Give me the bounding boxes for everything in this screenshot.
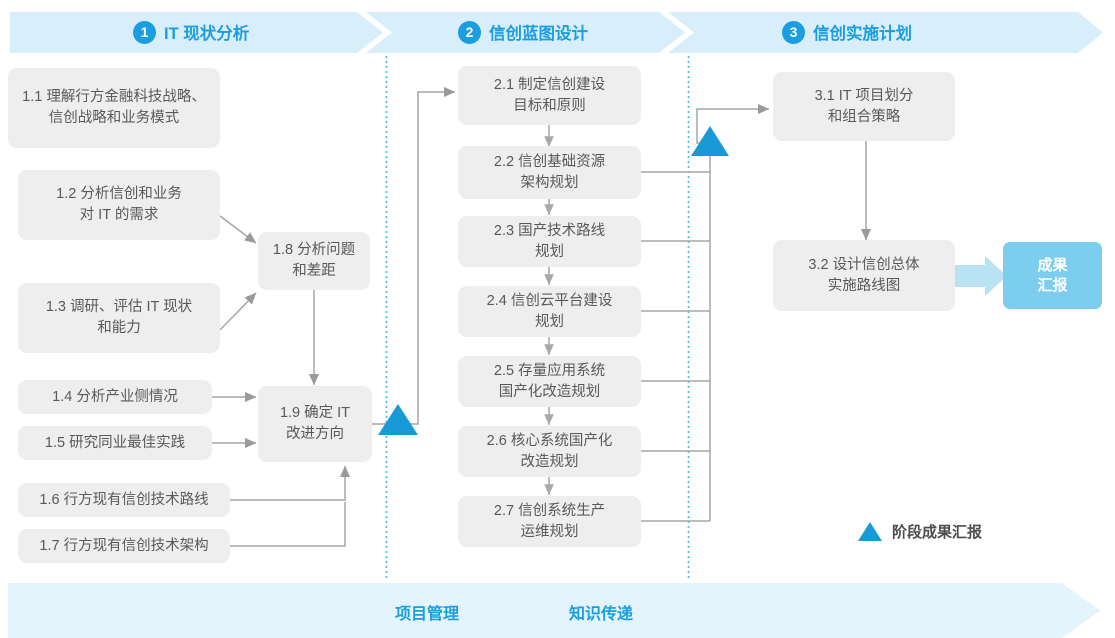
- milestone-triangle-phase1: [378, 404, 418, 435]
- milestone-triangle-phase2: [691, 126, 729, 156]
- phase-number-1: 1: [133, 20, 156, 44]
- legend-milestone-label: 阶段成果汇报: [892, 524, 983, 541]
- edge-1-9-to-2-1: [372, 86, 456, 425]
- phase-header-3[interactable]: 3 信创实施计划: [782, 20, 912, 44]
- node-3-2[interactable]: 3.2 设计信创总体 实施路线图: [773, 240, 955, 311]
- milestone-triangle-icon: [858, 522, 882, 541]
- result-report-badge[interactable]: 成果 汇报: [1003, 242, 1102, 309]
- phase-header-1[interactable]: 1 IT 现状分析: [133, 20, 249, 44]
- result-arrow: [955, 256, 1007, 296]
- footer-band: [8, 583, 1100, 638]
- node-1-1[interactable]: 1.1 理解行方金融科技战略、 信创战略和业务模式: [8, 68, 220, 148]
- node-2-5[interactable]: 2.5 存量应用系统 国产化改造规划: [458, 356, 641, 407]
- edge-1-3-to-1-8: [219, 292, 257, 331]
- node-1-2[interactable]: 1.2 分析信创和业务 对 IT 的需求: [18, 170, 220, 240]
- node-1-5[interactable]: 1.5 研究同业最佳实践: [18, 426, 212, 460]
- node-2-6[interactable]: 2.6 核心系统国产化 改造规划: [458, 426, 641, 477]
- node-1-8[interactable]: 1.8 分析问题 和差距: [258, 232, 370, 290]
- footer-label-knowledge-transfer[interactable]: 知识传递: [569, 606, 634, 623]
- edge-1-7-to-1-9: [230, 502, 346, 547]
- phase-number-2: 2: [458, 20, 481, 44]
- node-1-4[interactable]: 1.4 分析产业侧情况: [18, 380, 212, 414]
- node-2-4[interactable]: 2.4 信创云平台建设 规划: [458, 286, 641, 337]
- node-1-6[interactable]: 1.6 行方现有信创技术路线: [18, 483, 230, 517]
- phase-title-1: IT 现状分析: [164, 25, 250, 43]
- node-1-7[interactable]: 1.7 行方现有信创技术架构: [18, 529, 230, 563]
- phase-header-2[interactable]: 2 信创蓝图设计: [458, 20, 588, 44]
- node-2-7[interactable]: 2.7 信创系统生产 运维规划: [458, 496, 641, 547]
- phase-divider-1: [357, 12, 392, 53]
- node-3-1[interactable]: 3.1 IT 项目划分 和组合策略: [773, 72, 955, 141]
- node-1-9[interactable]: 1.9 确定 IT 改进方向: [258, 386, 372, 462]
- node-2-2[interactable]: 2.2 信创基础资源 架构规划: [458, 146, 641, 199]
- bus-vertical-to-3-1: [696, 103, 770, 521]
- node-2-3[interactable]: 2.3 国产技术路线 规划: [458, 216, 641, 267]
- edge-1-6-to-1-9: [230, 465, 351, 501]
- phase-divider-2: [659, 12, 694, 53]
- node-1-3[interactable]: 1.3 调研、评估 IT 现状 和能力: [18, 283, 220, 353]
- node-2-1[interactable]: 2.1 制定信创建设 目标和原则: [458, 66, 641, 125]
- phase-number-3: 3: [782, 20, 805, 44]
- footer-label-project-management[interactable]: 项目管理: [395, 606, 460, 623]
- edge-1-2-to-1-8: [219, 215, 257, 244]
- legend-milestone: 阶段成果汇报: [858, 521, 982, 542]
- phase-title-2: 信创蓝图设计: [489, 25, 588, 43]
- phase-title-3: 信创实施计划: [813, 25, 912, 43]
